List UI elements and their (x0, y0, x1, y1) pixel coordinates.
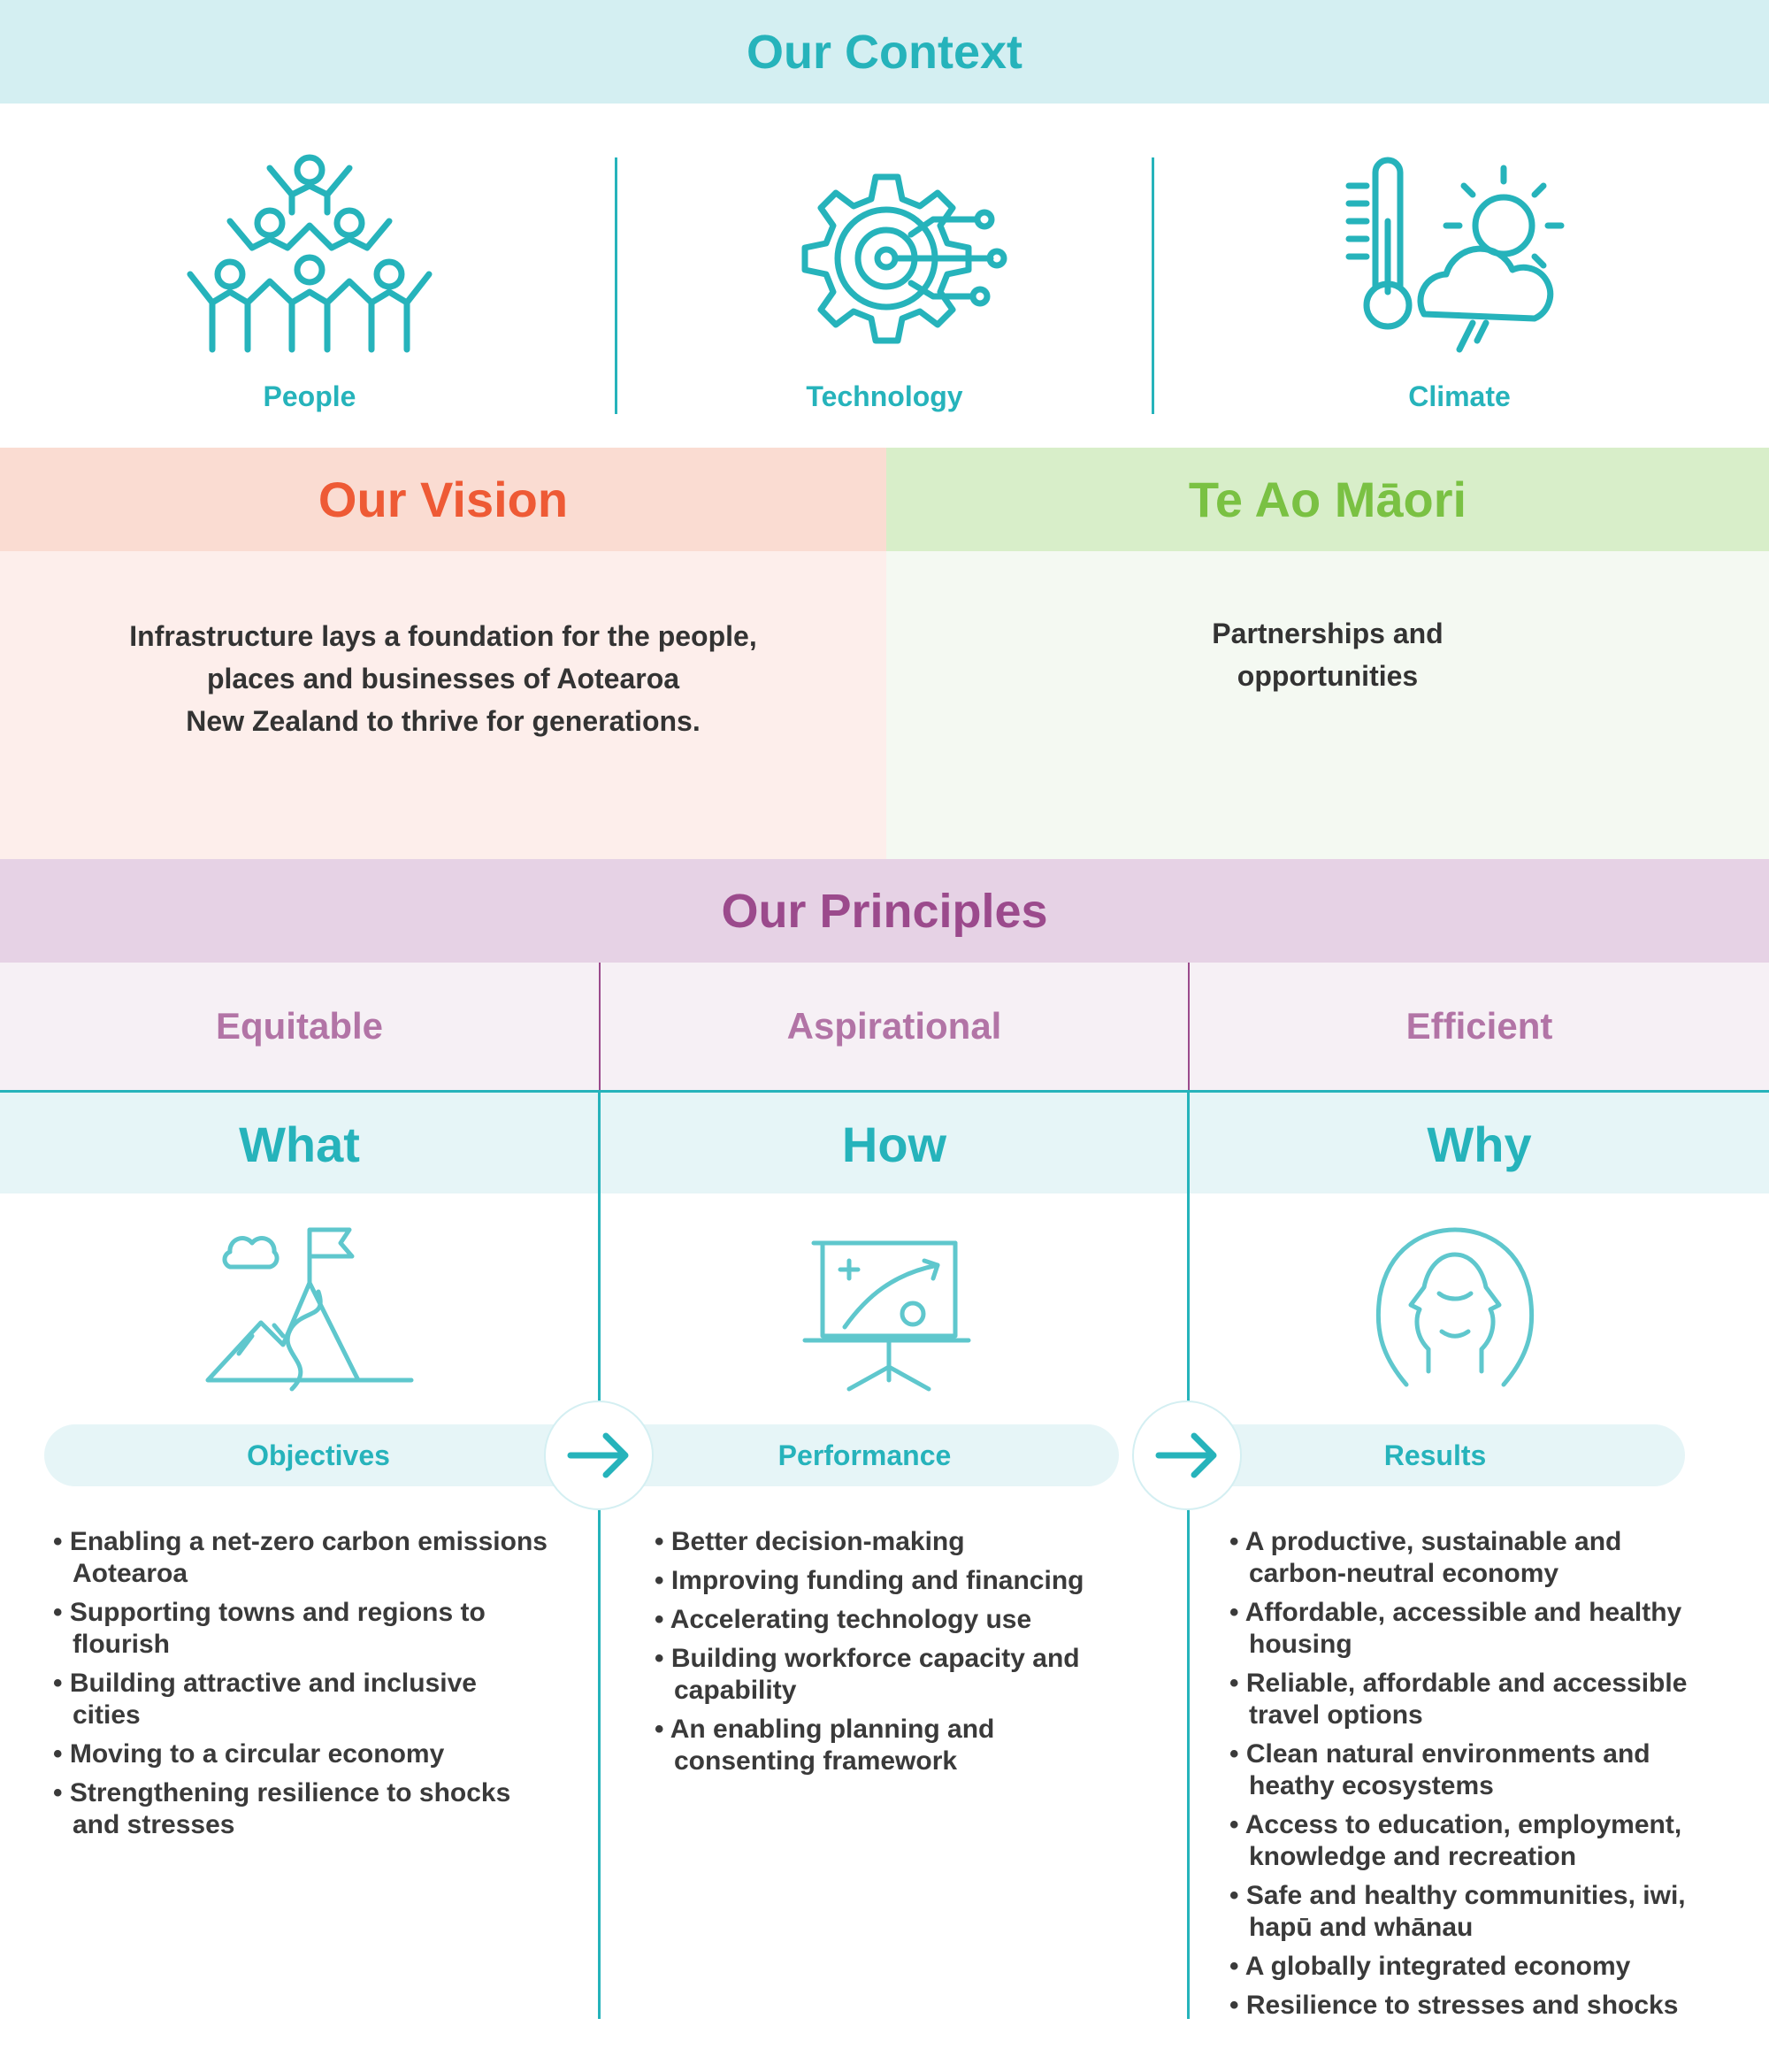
why-icon-wrap (1340, 1221, 1570, 1402)
maori-body: Partnerships and opportunities (886, 551, 1769, 859)
climate-icon (1345, 157, 1565, 353)
maori-text: Partnerships and opportunities (1195, 612, 1460, 697)
pill-results-label: Results (1383, 1439, 1487, 1471)
list-item: Building workforce capacity and capabili… (655, 1643, 1141, 1707)
list-item: Supporting towns and regions to flourish (53, 1597, 548, 1661)
how-icon-wrap (778, 1225, 1008, 1407)
list-item: Improving funding and financing (655, 1565, 1141, 1597)
vision-text: Infrastructure lays a foundation for the… (107, 615, 779, 742)
header-what: What (239, 1117, 360, 1172)
context-item-technology: Technology (655, 133, 1114, 434)
principle-efficient: Efficient (1405, 1005, 1553, 1047)
list-item: Accelerating technology use (655, 1604, 1141, 1636)
header-why: Why (1427, 1117, 1532, 1172)
principles-title: Our Principles (721, 884, 1048, 938)
list-item: Affordable, accessible and healthy housi… (1229, 1597, 1707, 1661)
maori-header: Te Ao Māori (886, 448, 1769, 551)
context-label-people: People (263, 380, 356, 412)
principle-equitable: Equitable (215, 1005, 384, 1047)
list-item: An enabling planning and consenting fram… (655, 1714, 1141, 1777)
divider (1188, 963, 1190, 1090)
context-label-climate: Climate (1408, 380, 1511, 412)
arrow-circle (544, 1401, 654, 1510)
list-item: A productive, sustainable and carbon-neu… (1229, 1526, 1707, 1590)
objectives-list: Enabling a net-zero carbon emissions Aot… (53, 1526, 548, 1848)
results-list: A productive, sustainable and carbon-neu… (1229, 1526, 1707, 2029)
arrow-right-icon (567, 1432, 629, 1478)
principle-aspirational: Aspirational (786, 1005, 1002, 1047)
arrow-right-icon (1155, 1432, 1217, 1478)
context-item-climate: Climate (1229, 133, 1689, 434)
principles-header: Our Principles (0, 859, 1769, 963)
performance-list: Better decision-making Improving funding… (655, 1526, 1141, 1784)
vision-line: Infrastructure lays a foundation for the… (129, 620, 757, 652)
vision-header: Our Vision (0, 448, 886, 551)
list-item: Reliable, affordable and accessible trav… (1229, 1668, 1707, 1731)
context-item-people: People (80, 133, 540, 434)
vision-line: New Zealand to thrive for generations. (186, 705, 701, 737)
mountain-flag-icon (205, 1227, 414, 1392)
vision-title: Our Vision (318, 472, 569, 527)
vision-line: places and businesses of Aotearoa (206, 663, 680, 695)
arrow-circle (1132, 1401, 1242, 1510)
list-item: Enabling a net-zero carbon emissions Aot… (53, 1526, 548, 1590)
head-profile-icon (1375, 1227, 1535, 1387)
list-item: Moving to a circular economy (53, 1738, 548, 1770)
divider (615, 157, 617, 414)
list-item: Safe and healthy communities, iwi, hapū … (1229, 1880, 1707, 1944)
pill-objectives: Objectives (44, 1424, 593, 1486)
header-how: How (841, 1117, 947, 1172)
context-label-technology: Technology (806, 380, 963, 412)
list-item: A globally integrated economy (1229, 1951, 1707, 1983)
divider (1152, 157, 1154, 414)
pill-performance: Performance (610, 1424, 1119, 1486)
list-item: Building attractive and inclusive cities (53, 1668, 548, 1731)
list-item: Clean natural environments and heathy ec… (1229, 1738, 1707, 1802)
context-title: Our Context (746, 25, 1022, 79)
pill-results: Results (1185, 1424, 1685, 1486)
column-divider (1187, 1090, 1190, 2019)
maori-line: opportunities (1237, 659, 1419, 692)
list-item: Resilience to stresses and shocks (1229, 1990, 1707, 2022)
people-icon (187, 154, 433, 353)
list-item: Better decision-making (655, 1526, 1141, 1558)
maori-line: Partnerships and (1212, 617, 1444, 649)
list-item: Strengthening resilience to shocks and s… (53, 1777, 548, 1841)
column-divider (598, 1090, 601, 2019)
pill-performance-label: Performance (777, 1439, 952, 1471)
pill-objectives-label: Objectives (247, 1439, 390, 1471)
vision-body: Infrastructure lays a foundation for the… (0, 551, 886, 859)
divider (599, 963, 601, 1090)
maori-title: Te Ao Māori (1188, 472, 1467, 527)
principles-row: Equitable Aspirational Efficient (0, 963, 1769, 1090)
list-item: Access to education, employment, knowled… (1229, 1809, 1707, 1873)
what-icon-wrap (195, 1221, 425, 1402)
strategy-board-icon (802, 1240, 971, 1392)
gear-icon (801, 173, 1007, 344)
context-header: Our Context (0, 0, 1769, 104)
what-how-why-row: What How Why (0, 1090, 1769, 1193)
